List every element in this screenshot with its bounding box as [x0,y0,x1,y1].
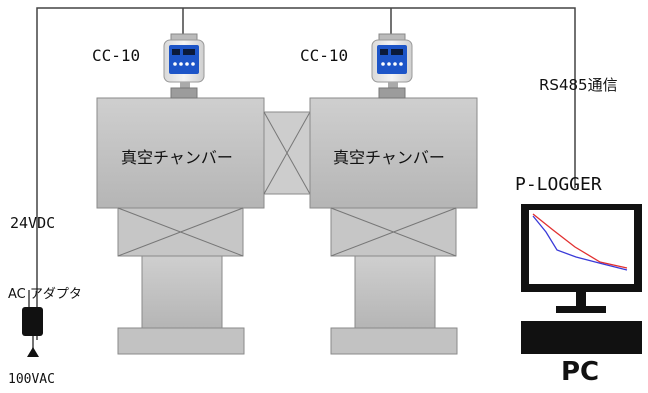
pc-box [521,321,642,354]
plot-blue-trend [532,215,628,271]
ac-adapter-label: AC アダプタ [8,287,82,302]
gauge-1-label: CC-10 [92,46,141,65]
chamber-2 [309,97,478,355]
chamber-2-label: 真空チャンバー [333,148,445,167]
plot-red-trend [532,213,628,269]
chamber-2-pump [354,255,436,329]
ac-adapter [22,307,43,357]
wiring [28,7,576,352]
monitor-neck [576,292,586,308]
monitor-foot [556,306,606,313]
bus-wire [36,7,576,340]
chamber-1 [96,97,265,355]
p-logger-monitor [521,204,642,313]
connecting-duct [263,111,311,195]
gauge-1 [163,33,205,99]
chamber-1-body [96,97,265,209]
power-24vdc-label: 24VDC [10,214,56,232]
gauge-2 [371,33,413,99]
chamber-1-pump [141,255,223,329]
chamber-2-flange [330,327,458,355]
mains-100vac-label: 100VAC [8,372,55,387]
pc-label: PC [561,357,600,387]
gauge-2-label: CC-10 [300,46,349,65]
monitor-screen [529,210,634,284]
chamber-1-label: 真空チャンバー [121,148,233,167]
rs485-label: RS485通信 [539,76,618,94]
mains-arrow [27,347,39,357]
chamber-1-flange [117,327,245,355]
p-logger-label: P-LOGGER [515,174,602,195]
